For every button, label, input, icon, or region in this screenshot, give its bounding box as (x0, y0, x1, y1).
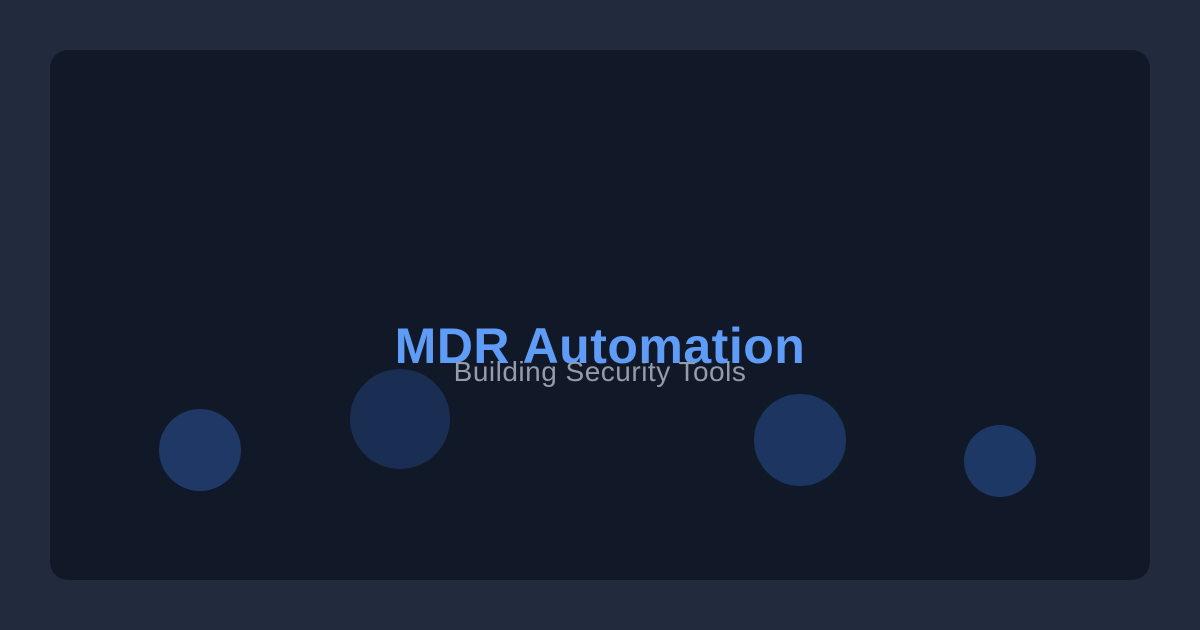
page-title: MDR Automation (394, 317, 806, 374)
decorative-circle (754, 394, 846, 486)
decorative-circle (159, 409, 241, 491)
decorative-circle (964, 425, 1036, 497)
content-card: MDR Automation Building Security Tools (50, 50, 1150, 580)
page-subtitle: Building Security Tools (453, 356, 747, 387)
